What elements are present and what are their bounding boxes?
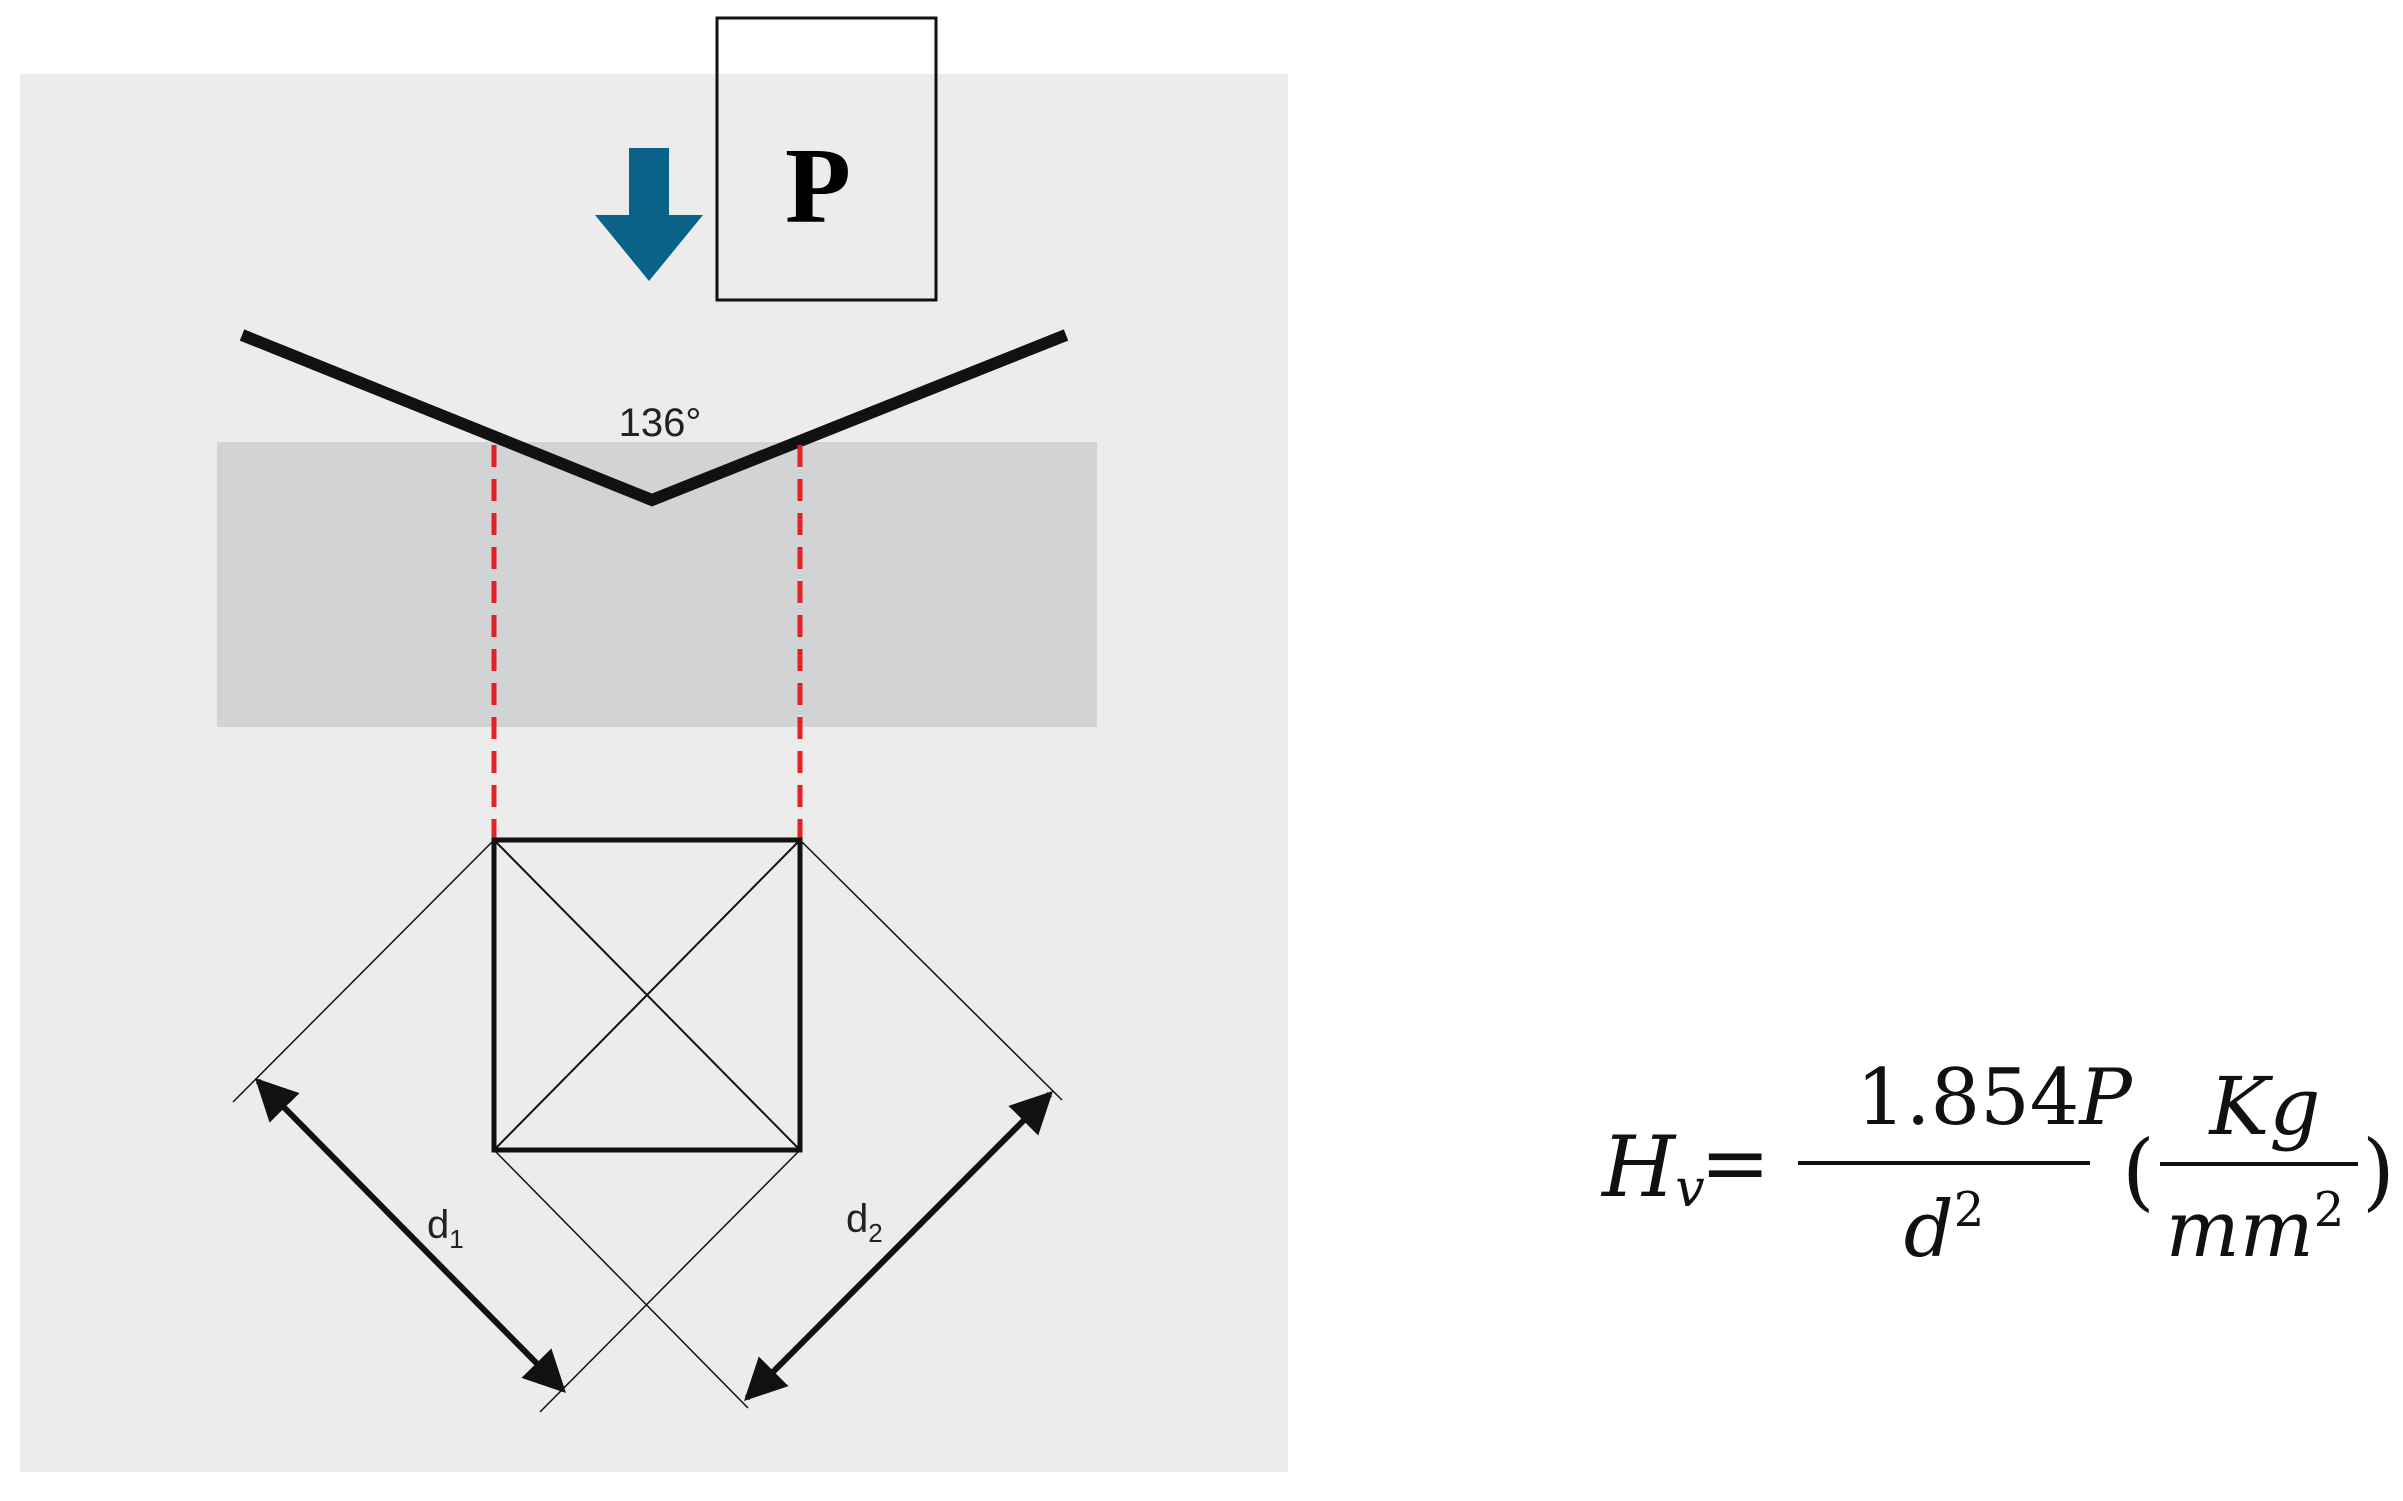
formula-unit-open-paren: ( bbox=[2122, 1122, 2155, 1220]
extension-line-d2-top bbox=[799, 839, 1063, 1101]
indenter-outline bbox=[239, 329, 1069, 507]
vickers-formula: Hv = 1.854P d2 ( Kg mm2 ) bbox=[1600, 1053, 2395, 1275]
formula-unit-denominator: mm2 bbox=[2166, 1182, 2344, 1275]
formula-numerator: 1.854P bbox=[1856, 1053, 2133, 1143]
load-label-box bbox=[715, 16, 938, 302]
d2-label: d2 bbox=[846, 1197, 883, 1248]
formula-denominator: d2 bbox=[1904, 1182, 1984, 1275]
specimen-block bbox=[217, 442, 1097, 727]
indentation-square bbox=[491, 837, 803, 1153]
load-label: P bbox=[785, 127, 851, 246]
formula-numerator-var: P bbox=[2077, 1053, 2133, 1143]
extension-line-d1-top bbox=[232, 839, 495, 1103]
dimension-arrow-d1 bbox=[255, 1078, 566, 1393]
load-arrow-icon bbox=[595, 148, 703, 281]
angle-label: 136° bbox=[619, 401, 702, 445]
diagram-panel bbox=[20, 74, 1288, 1472]
formula-lhs: Hv bbox=[1600, 1118, 1705, 1219]
d1-label: d1 bbox=[427, 1203, 464, 1254]
formula-unit-numerator: Kg bbox=[2208, 1060, 2321, 1153]
dimension-arrow-d2 bbox=[744, 1091, 1053, 1401]
formula-unit-close-paren: ) bbox=[2362, 1122, 2395, 1220]
formula-equals: = bbox=[1700, 1114, 1770, 1212]
